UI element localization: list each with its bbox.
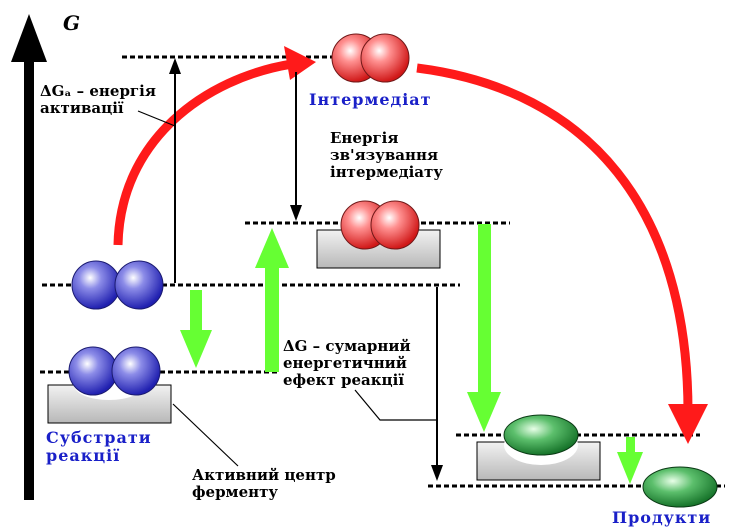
substrates-label-line1: Субстрати — [46, 428, 152, 447]
activation-arrow — [169, 58, 181, 283]
binding-label-line3: інтермедіату — [330, 163, 443, 181]
activation-label-line2: активації — [40, 99, 124, 117]
binding-energy-arrow — [290, 72, 302, 221]
green-arrow-intermediate-to-product — [467, 224, 501, 432]
bound-product-molecule — [503, 414, 579, 456]
green-arrow-substrate-binding — [180, 290, 212, 368]
green-arrow-product-release — [617, 437, 643, 484]
green-arrow-up — [255, 228, 289, 372]
total-effect-label-line2: енергетичний — [283, 354, 407, 372]
axis-label: G — [63, 11, 80, 35]
product-molecule — [642, 466, 718, 508]
products-label: Продукти — [612, 508, 711, 527]
substrate-molecule — [71, 260, 164, 310]
intermediate-label: Інтермедіат — [309, 90, 432, 109]
intermediate-molecule — [331, 33, 410, 83]
total-effect-leader-line — [354, 389, 437, 421]
activation-label-line1: ΔGₐ – енергія — [40, 82, 156, 100]
total-effect-arrow — [431, 287, 443, 481]
activation-leader-line — [137, 110, 176, 127]
active-center-label-line2: ферменту — [192, 483, 278, 501]
active-center-leader-line — [172, 403, 239, 467]
total-effect-label-line1: ΔG – сумарний — [283, 337, 411, 355]
bound-intermediate-molecule — [340, 200, 420, 250]
energy-axis — [11, 14, 47, 500]
bound-substrate-molecule — [68, 346, 161, 396]
total-effect-label-line3: ефект реакції — [283, 371, 404, 389]
active-center-label-line1: Активний центр — [192, 466, 336, 484]
binding-label-line2: зв'язування — [330, 146, 438, 164]
substrates-label-line2: реакції — [46, 446, 120, 465]
binding-label-line1: Енергія — [330, 129, 398, 147]
reaction-path-curve — [113, 46, 708, 444]
